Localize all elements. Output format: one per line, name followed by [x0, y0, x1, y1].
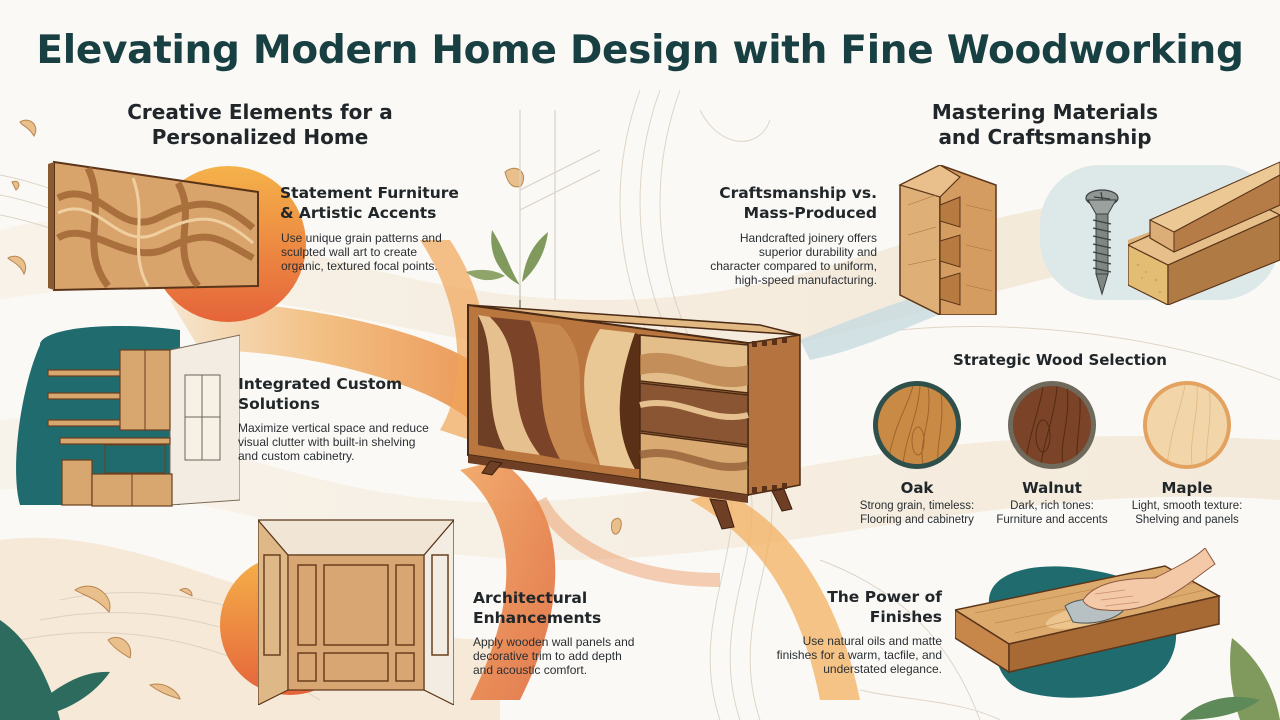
- wood-maple: Maple Light, smooth texture: Shelving an…: [1117, 381, 1257, 527]
- desc-line: Strong grain, timeless:: [859, 500, 975, 512]
- oak-swatch-icon: [873, 381, 961, 469]
- integrated-custom-title-line2: Solutions: [238, 395, 320, 413]
- left-section-heading: Creative Elements for a Personalized Hom…: [95, 100, 425, 150]
- desc-line: Shelving and panels: [1135, 514, 1239, 526]
- oak-desc: Strong grain, timeless: Flooring and cab…: [847, 499, 987, 527]
- architectural-enhancements-desc: Apply wooden wall panels and decorative …: [473, 635, 634, 677]
- right-heading-line1: Mastering Materials: [931, 100, 1159, 124]
- architectural-title-line2: Enhancements: [473, 609, 602, 627]
- finishes-desc: Use natural oils and matte finishes for …: [730, 634, 942, 676]
- walnut-name: Walnut: [1022, 479, 1082, 497]
- walnut-desc: Dark, rich tones: Furniture and accents: [982, 499, 1122, 527]
- dovetail-joint-icon: [898, 165, 997, 315]
- finishes-title-line2: Finishes: [869, 608, 942, 626]
- statement-furniture-desc: Use unique grain patterns and sculpted w…: [281, 231, 442, 273]
- desc-line: sculpted wall art to create: [281, 245, 418, 259]
- finishes-title: The Power of Finishes: [760, 587, 942, 627]
- statement-furniture-title-line2: & Artistic Accents: [280, 204, 437, 222]
- desc-line: Apply wooden wall panels and: [473, 635, 635, 649]
- desc-line: organic, textured focal points.: [281, 259, 438, 273]
- maple-name: Maple: [1161, 479, 1213, 497]
- hand-oiling-board-icon: [955, 548, 1222, 674]
- page-title: Elevating Modern Home Design with Fine W…: [36, 28, 1244, 73]
- finishes-title-line1: The Power of: [827, 588, 942, 606]
- statement-furniture-title-line1: Statement Furniture: [280, 184, 459, 202]
- statement-furniture-title: Statement Furniture & Artistic Accents: [280, 183, 459, 223]
- desc-line: superior durability and: [758, 245, 877, 259]
- integrated-custom-desc: Maximize vertical space and reduce visua…: [238, 421, 429, 463]
- right-section-heading: Mastering Materials and Craftsmanship: [880, 100, 1210, 150]
- particleboard-planks-icon: [1128, 161, 1280, 305]
- desc-line: and acoustic comfort.: [473, 663, 588, 677]
- integrated-custom-title: Integrated Custom Solutions: [238, 374, 402, 414]
- desc-line: decorative trim to add depth: [473, 649, 622, 663]
- built-in-shelving-icon: [47, 334, 240, 507]
- left-heading-line2: Personalized Home: [151, 125, 369, 149]
- craftsmanship-title-line1: Craftsmanship vs.: [719, 184, 877, 202]
- maple-swatch-icon: [1143, 381, 1231, 469]
- wavy-grain-wall-panel-icon: [48, 160, 259, 292]
- craftsmanship-title: Craftsmanship vs. Mass-Produced: [680, 183, 877, 223]
- desc-line: Furniture and accents: [996, 514, 1108, 526]
- desc-line: high-speed manufacturing.: [734, 273, 877, 287]
- right-heading-line2: and Craftsmanship: [938, 125, 1152, 149]
- desc-line: Use unique grain patterns and: [281, 231, 442, 245]
- oak-name: Oak: [900, 479, 934, 497]
- wood-walnut: Walnut Dark, rich tones: Furniture and a…: [982, 381, 1122, 527]
- desc-line: Handcrafted joinery offers: [739, 231, 877, 245]
- desc-line: and custom cabinetry.: [238, 449, 355, 463]
- left-heading-line1: Creative Elements for a: [127, 100, 393, 124]
- architectural-enhancements-title: Architectural Enhancements: [473, 588, 601, 628]
- sculpted-wood-sideboard-icon: [467, 303, 801, 530]
- architectural-title-line1: Architectural: [473, 589, 588, 607]
- walnut-swatch-icon: [1008, 381, 1096, 469]
- desc-line: Use natural oils and matte: [802, 634, 942, 648]
- craftsmanship-desc: Handcrafted joinery offers superior dura…: [660, 231, 877, 287]
- maple-desc: Light, smooth texture: Shelving and pane…: [1117, 499, 1257, 527]
- desc-line: understated elegance.: [823, 662, 942, 676]
- desc-line: Flooring and cabinetry: [860, 514, 974, 526]
- wood-wall-paneling-icon: [258, 519, 454, 705]
- desc-line: Maximize vertical space and reduce: [238, 421, 429, 435]
- wood-oak: Oak Strong grain, timeless: Flooring and…: [847, 381, 987, 527]
- wood-selection-heading: Strategic Wood Selection: [953, 351, 1167, 369]
- desc-line: Dark, rich tones:: [1010, 500, 1094, 512]
- desc-line: finishes for a warm, tacfile, and: [776, 648, 942, 662]
- screw-icon: [1085, 189, 1119, 296]
- integrated-custom-title-line1: Integrated Custom: [238, 375, 403, 393]
- desc-line: character compared to uniform,: [710, 259, 877, 273]
- desc-line: Light, smooth texture:: [1131, 500, 1243, 512]
- craftsmanship-title-line2: Mass-Produced: [743, 204, 877, 222]
- desc-line: visual clutter with built-in shelving: [238, 435, 416, 449]
